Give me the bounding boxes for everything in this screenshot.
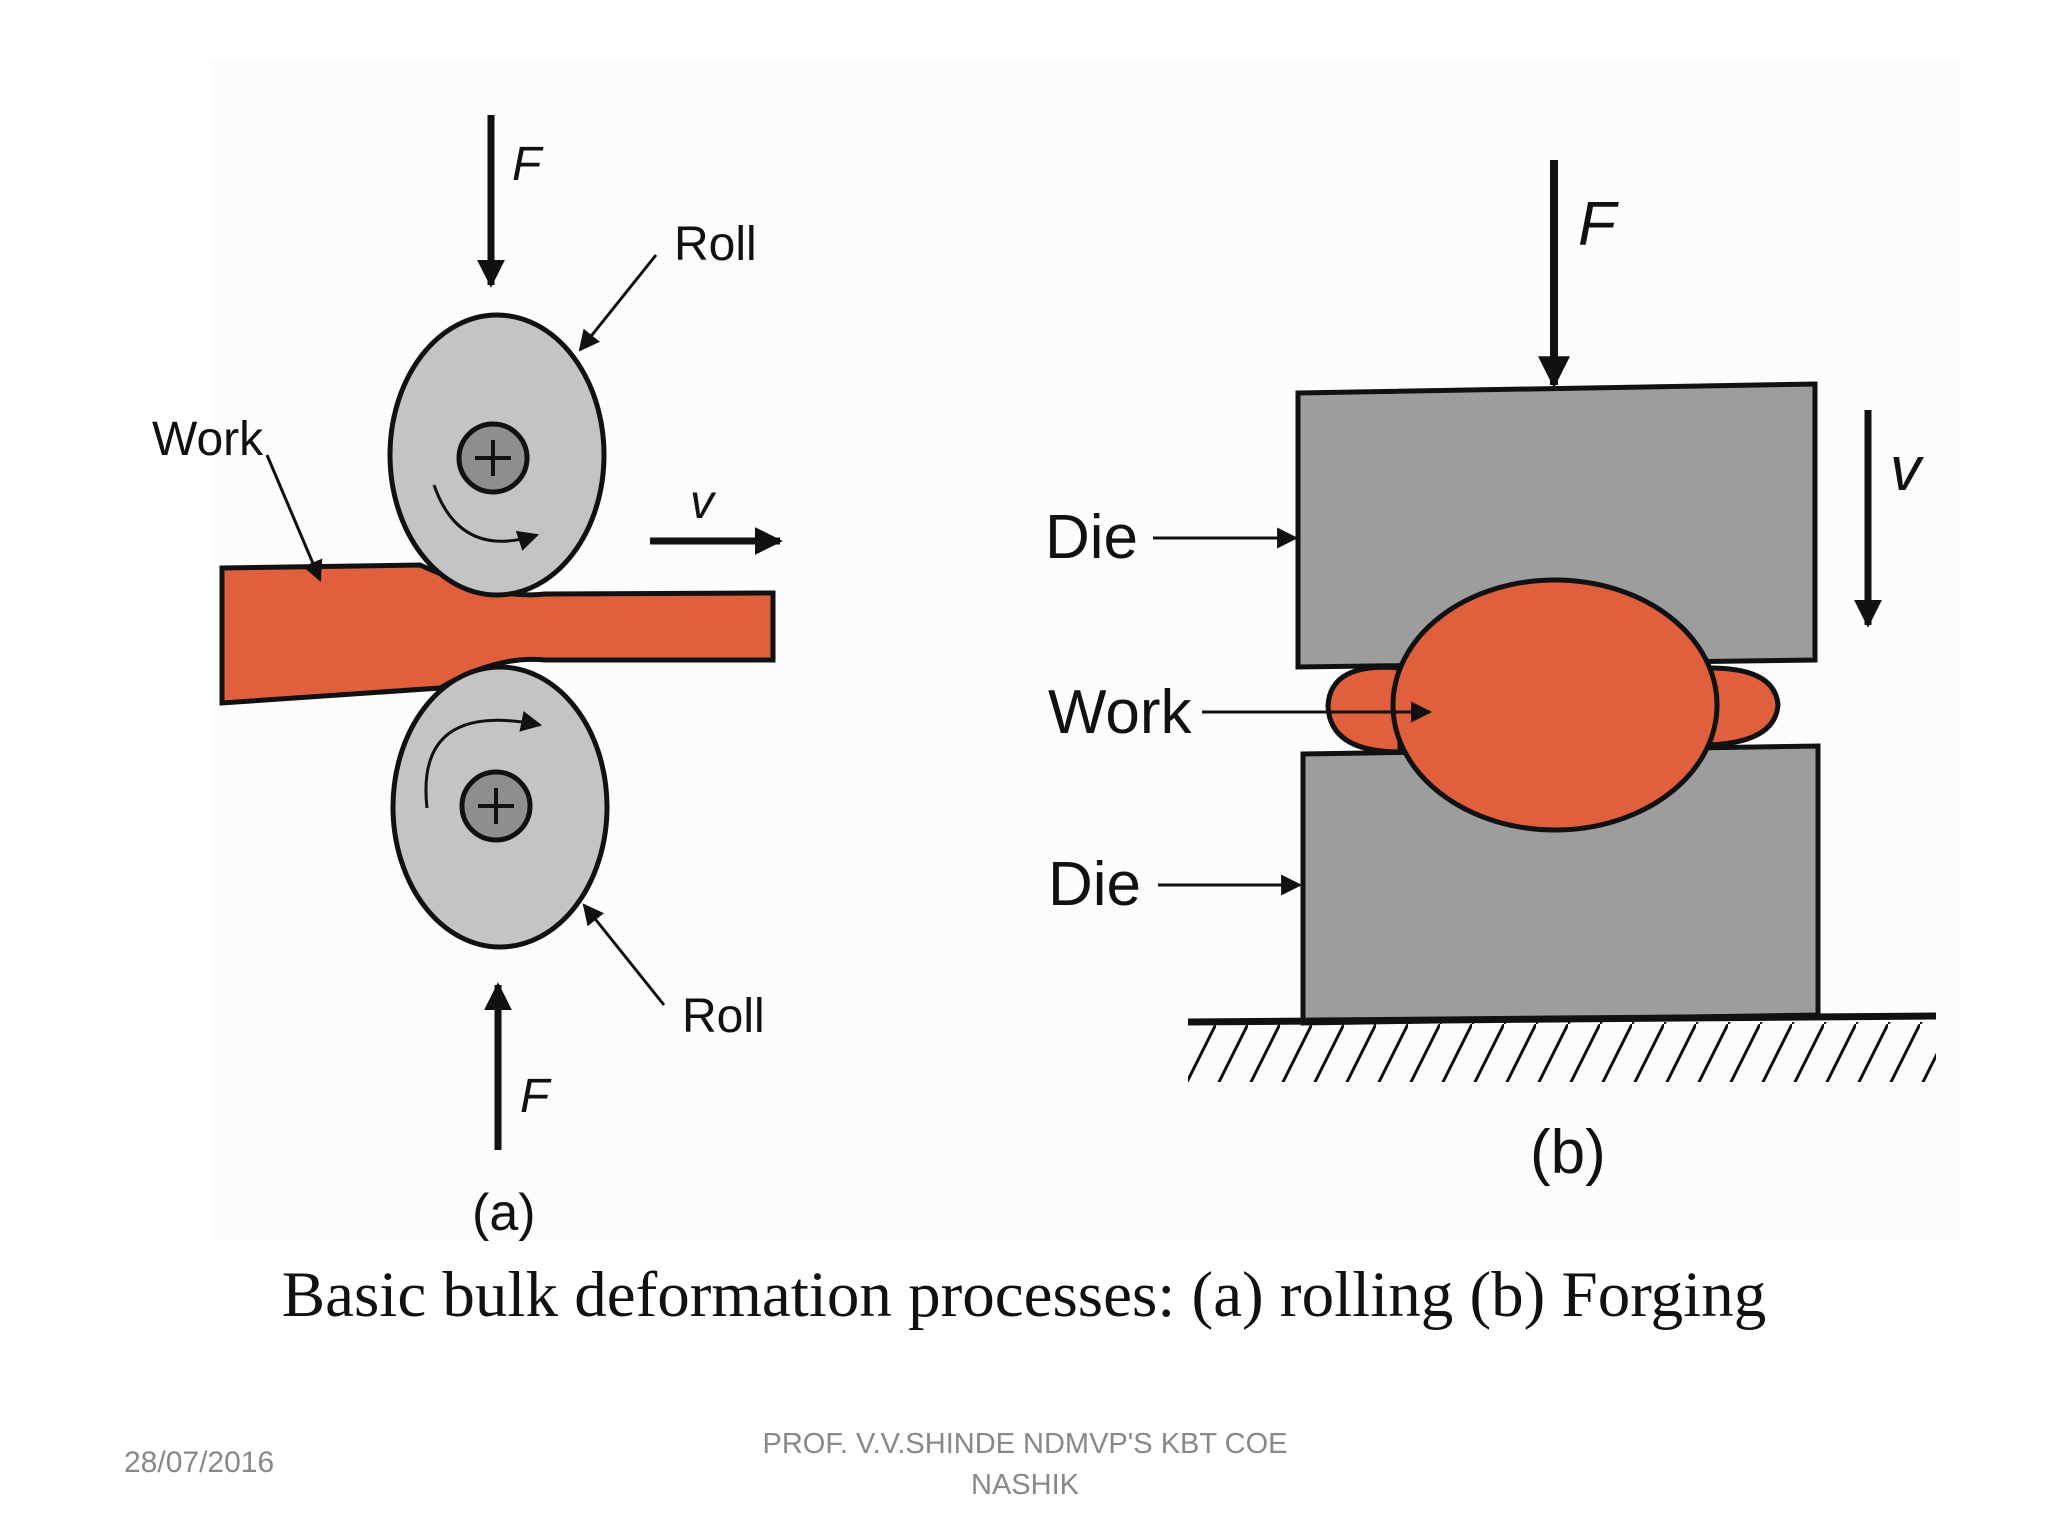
roll-leader-top — [578, 254, 658, 352]
footer-date: 28/07/2016 — [124, 1446, 275, 1479]
ground-hatch — [1188, 1022, 1936, 1082]
forged-work — [1325, 577, 1781, 833]
rotation-arrow-bottom — [424, 711, 543, 809]
plus-icon — [475, 440, 511, 476]
die-label-bottom: Die — [1048, 850, 1141, 919]
die-label-top: Die — [1045, 503, 1138, 572]
subfigure-label-b: (b) — [1530, 1118, 1606, 1187]
footer-author: PROF. V.V.SHINDE NDMVP'S KBT COE NASHIK — [700, 1424, 1350, 1506]
plus-icon — [478, 788, 514, 824]
footer-line-2: NASHIK — [971, 1469, 1079, 1501]
rotation-arrow-top — [432, 484, 539, 551]
subfigure-label-a: (a) — [472, 1184, 536, 1242]
roll-leader-bottom — [582, 903, 666, 1006]
force-label-top: F — [512, 138, 544, 191]
footer-line-1: PROF. V.V.SHINDE NDMVP'S KBT COE — [762, 1428, 1288, 1460]
force-label-bottom: F — [520, 1070, 552, 1123]
work-label: Work — [152, 413, 264, 466]
velocity-label: v — [690, 476, 717, 529]
figure-caption: Basic bulk deformation processes: (a) ro… — [281, 1259, 1767, 1331]
force-label: F — [1578, 190, 1619, 259]
work-label: Work — [1048, 678, 1193, 747]
forging-diagram: F v Die Work Die (b) — [1045, 160, 1937, 1187]
roll-label-top: Roll — [674, 218, 757, 271]
work-leader — [265, 454, 323, 582]
rolling-diagram: F v Roll Roll Work — [152, 115, 783, 1242]
ground-line — [1187, 1012, 1937, 1026]
roll-label-bottom: Roll — [682, 990, 765, 1043]
velocity-label: v — [1890, 435, 1924, 504]
top-die — [1295, 381, 1818, 670]
